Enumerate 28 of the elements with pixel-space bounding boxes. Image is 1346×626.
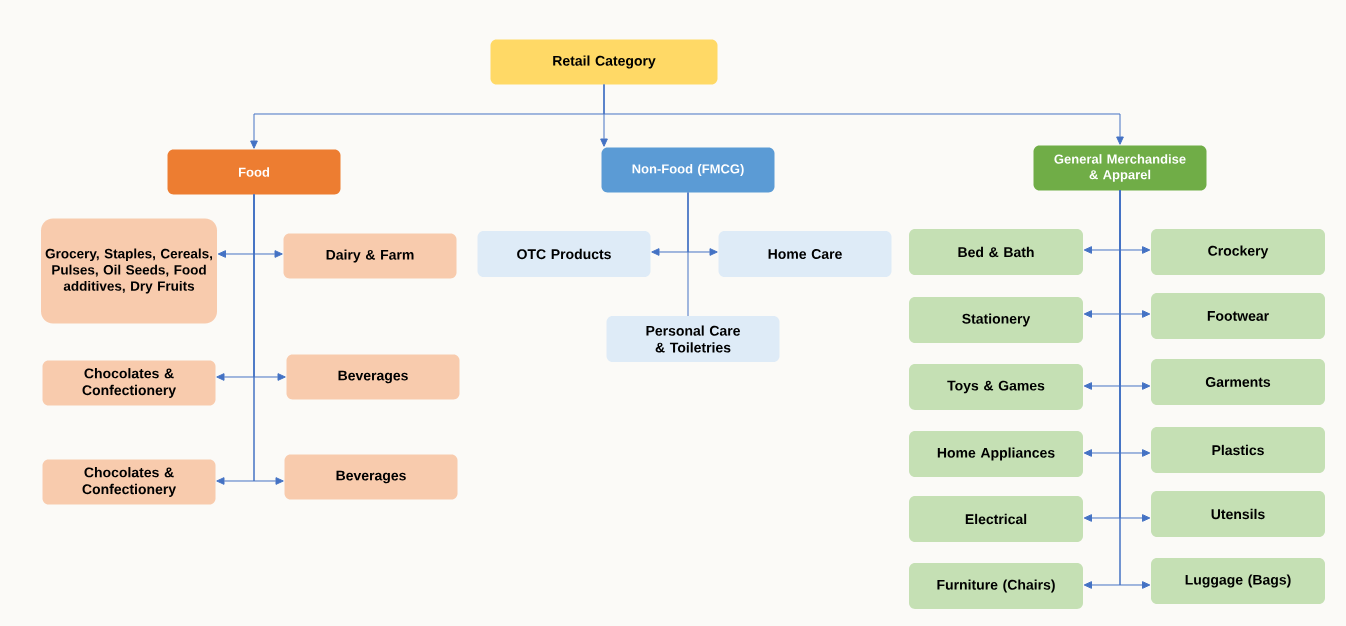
category-box: General Merchandise & Apparel — [1033, 145, 1207, 191]
subcategory-box: Plastics — [1151, 427, 1325, 473]
subcategory-box: Stationery — [909, 297, 1083, 343]
subcategory-box: Furniture (Chairs) — [909, 563, 1083, 609]
connector-arrow — [253, 194, 284, 485]
subcategory-box: Chocolates & Confectionery — [42, 459, 216, 505]
category-box: Food — [167, 149, 341, 195]
subcategory-box: Footwear — [1151, 293, 1325, 339]
subcategory-box: Beverages — [284, 454, 458, 500]
subcategory-box: Toys & Games — [909, 364, 1083, 410]
subcategory-box: Luggage (Bags) — [1151, 558, 1325, 604]
connector-arrow — [1119, 190, 1151, 589]
subcategory-box: Grocery, Staples, Cereals, Pulses, Oil Seeds, Food additives, Dry Fruits — [41, 218, 217, 324]
subcategory-box: Beverages — [286, 354, 460, 400]
subcategory-box: Crockery — [1151, 229, 1325, 275]
subcategory-box: Utensils — [1151, 491, 1325, 537]
subcategory-box: Chocolates & Confectionery — [42, 360, 216, 406]
subcategory-box: Bed & Bath — [909, 229, 1083, 275]
subcategory-box: Dairy & Farm — [283, 233, 457, 279]
subcategory-box: OTC Products — [477, 231, 651, 277]
subcategory-box: Electrical — [909, 496, 1083, 542]
connector-arrow — [603, 84, 1124, 145]
subcategory-box: Garments — [1151, 359, 1325, 405]
root-box: Retail Category — [490, 39, 718, 85]
subcategory-box: Personal Care & Toiletries — [606, 316, 780, 362]
category-box: Non-Food (FMCG) — [601, 147, 775, 193]
subcategory-box: Home Care — [718, 231, 892, 277]
subcategory-box: Home Appliances — [909, 431, 1083, 477]
